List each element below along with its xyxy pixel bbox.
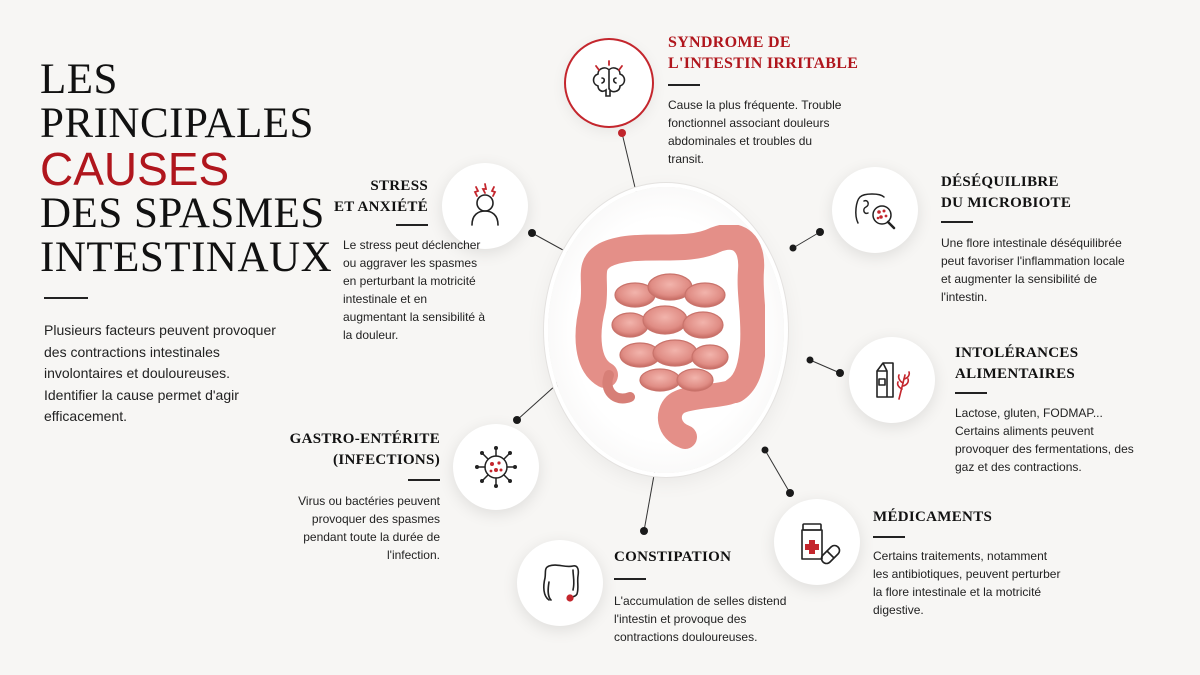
microbiote-icon-circle [832, 167, 918, 253]
microbiote-title-line-2: DU MICROBIOTE [941, 195, 1072, 211]
title-line-1: LES [40, 56, 118, 103]
medicaments-anchor-dot [761, 446, 769, 454]
intolerances-connector-dot [836, 369, 844, 377]
microbiote-title: DÉSÉQUILIBRE DU MICROBIOTE [941, 172, 1141, 214]
microbiote-title-line-1: DÉSÉQUILIBRE [941, 174, 1059, 190]
medicaments-icon-circle [774, 499, 860, 585]
medicaments-divider [873, 536, 905, 538]
title-line-2: PRINCIPALES [40, 100, 314, 147]
microbiote-divider [941, 221, 973, 223]
medicaments-description: Certains traitements, notamment les anti… [873, 549, 1061, 617]
brain-icon [592, 60, 626, 97]
title-line-4: DES SPASMES [40, 190, 325, 237]
constipation-description: L'accumulation de selles distend l'intes… [614, 594, 787, 644]
constipation-icon-circle [517, 540, 603, 626]
medicaments-title: MÉDICAMENTS [873, 509, 993, 525]
constipation-divider [614, 578, 646, 580]
gastro-divider [408, 479, 440, 481]
gastro-title: GASTRO-ENTÉRITE (INFECTIONS) [260, 429, 440, 471]
ibs-icon-circle [566, 40, 652, 126]
milk-wheat-icon [876, 362, 911, 400]
ibs-divider [668, 84, 700, 86]
stress-title-line-1: STRESS [370, 178, 428, 194]
intolerances-divider [955, 392, 987, 394]
gastro-title-line-2: (INFECTIONS) [333, 452, 440, 468]
gastro-connector-dot [513, 416, 521, 424]
stress-divider [396, 224, 428, 226]
ibs-title-line-2: L'INTESTIN IRRITABLE [668, 55, 859, 72]
gastro-description: Virus ou bactéries peuvent provoquer des… [298, 494, 440, 562]
medicaments-connector-dot [786, 489, 794, 497]
intolerances-description: Lactose, gluten, FODMAP... Certains alim… [955, 406, 1134, 474]
ibs-title-line-1: SYNDROME DE [668, 34, 791, 51]
microbiote-connector-dot [816, 228, 824, 236]
intolerances-anchor-dot [806, 356, 814, 364]
intro-text: Plusieurs facteurs peuvent provoquer des… [44, 322, 276, 424]
gastro-icon-circle [453, 424, 539, 510]
intolerances-icon-circle [849, 337, 935, 423]
intolerances-title-line-2: ALIMENTAIRES [955, 366, 1076, 382]
colon-icon [543, 564, 580, 602]
pill-bottle-icon [801, 523, 841, 565]
microbiote-description: Une flore intestinale déséquilibrée peut… [941, 236, 1125, 304]
title-divider [44, 297, 88, 299]
intolerances-title: INTOLÉRANCES ALIMENTAIRES [955, 343, 1155, 385]
stressed-person-icon [471, 183, 499, 226]
ibs-connector-dot [618, 129, 626, 137]
stress-description: Le stress peut déclencher ou aggraver le… [343, 238, 486, 342]
intestine-magnifier-icon [855, 193, 896, 230]
stress-title: STRESS ET ANXIÉTÉ [300, 176, 428, 218]
stress-connector-dot [528, 229, 536, 237]
page-title: LES PRINCIPALES CAUSES DES SPASMES INTES… [40, 58, 360, 280]
stress-icon-circle [442, 163, 528, 249]
constipation-title: CONSTIPATION [614, 549, 732, 565]
intolerances-title-line-1: INTOLÉRANCES [955, 345, 1079, 361]
microbiote-anchor-dot [789, 244, 797, 252]
gastro-title-line-1: GASTRO-ENTÉRITE [289, 431, 440, 447]
intestine-illustration [575, 225, 765, 449]
stress-title-line-2: ET ANXIÉTÉ [333, 199, 428, 215]
ibs-description: Cause la plus fréquente. Trouble fonctio… [668, 98, 842, 166]
virus-icon [475, 446, 517, 488]
title-line-3-accent: CAUSES [40, 143, 230, 195]
constipation-connector-dot [640, 527, 648, 535]
title-line-5: INTESTINAUX [40, 234, 333, 281]
ibs-title: SYNDROME DE L'INTESTIN IRRITABLE [668, 32, 928, 74]
